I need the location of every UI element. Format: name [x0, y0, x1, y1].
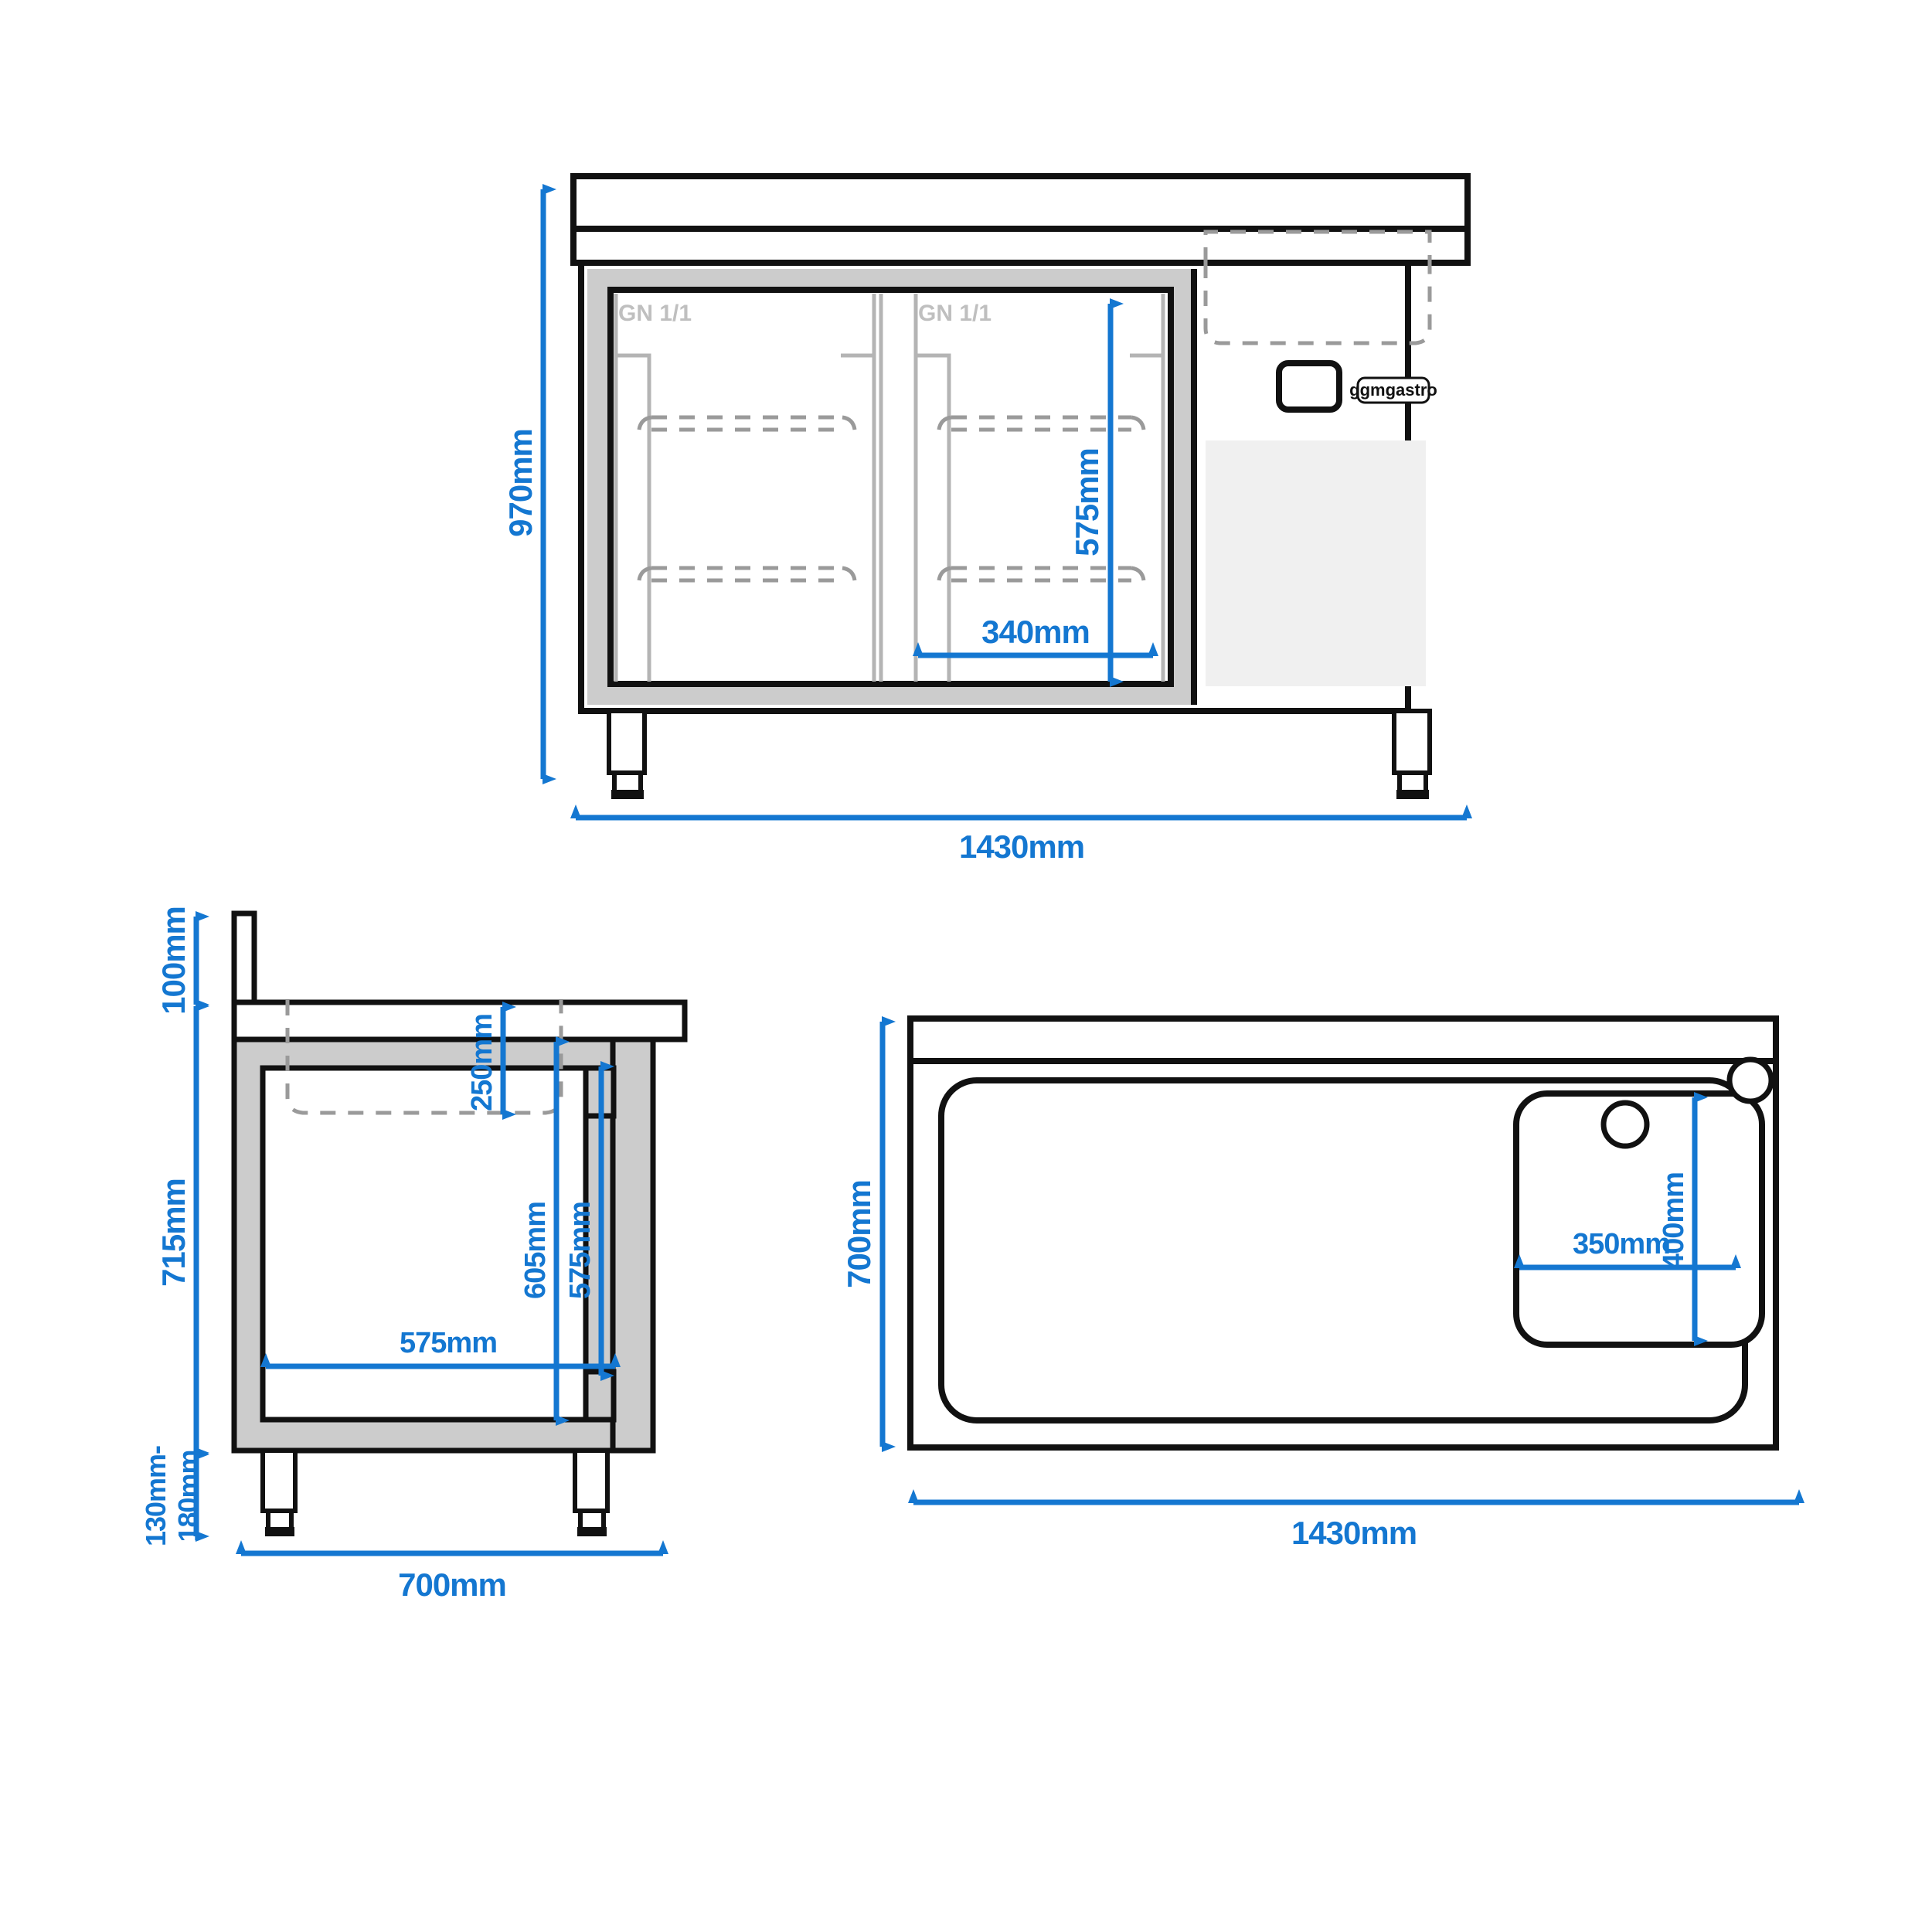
top-plate: [907, 1015, 1779, 1451]
top-view: 700mm 400mm 350mm 1430mm: [841, 1015, 1804, 1551]
front-door-left: GN 1/1: [614, 294, 876, 682]
dim-sink-depth-label: 400mm: [1658, 1172, 1690, 1270]
dim-sink-width-label: 350mm: [1573, 1228, 1670, 1260]
dim-front-total-width: 1430mm: [570, 804, 1472, 865]
dim-side-inner-width-label: 575mm: [400, 1327, 497, 1359]
sink-drain-icon: [1600, 1100, 1650, 1149]
dim-side-inner-depth-605-label: 605mm: [519, 1202, 552, 1299]
dim-front-height-label: 970mm: [502, 429, 539, 537]
side-view: 100mm 715mm 130mm- 180mm 250mm 605mm 575…: [140, 906, 688, 1603]
dim-front-inner-height-label: 575mm: [1069, 448, 1105, 556]
dim-side-inner-width: 575mm: [260, 1327, 621, 1369]
front-view: GN 1/1 GN 1/1: [502, 173, 1472, 865]
top-tap-hole: [1726, 1056, 1774, 1104]
dim-sink-width: 350mm: [1514, 1228, 1741, 1270]
brand-logo: ggmgastro: [1349, 376, 1437, 404]
dim-side-total-depth: 700mm: [236, 1540, 668, 1603]
dim-front-door-width-label: 340mm: [981, 614, 1090, 650]
compressor-panel: [1206, 440, 1426, 686]
side-splashback: [231, 910, 257, 1011]
dim-top-depth-label: 700mm: [841, 1180, 877, 1288]
dim-sink-depth: 400mm: [1658, 1092, 1708, 1346]
dim-side-body-height: 715mm: [155, 1001, 209, 1458]
dim-side-top-offset-label: 250mm: [466, 1014, 498, 1111]
dim-side-leg-height-label-line2: 180mm: [172, 1450, 204, 1542]
dim-side-inner-depth-575-label: 575mm: [564, 1202, 597, 1299]
dim-side-leg-height: 130mm- 180mm: [140, 1446, 209, 1546]
front-worktop: [570, 173, 1471, 266]
front-door-right: GN 1/1: [913, 294, 1165, 682]
brand-logo-text: ggmgastro: [1349, 380, 1437, 400]
front-machine-compartment: ggmgastro: [1203, 230, 1437, 686]
dim-top-width-label: 1430mm: [1291, 1515, 1417, 1551]
dim-front-total-width-label: 1430mm: [959, 828, 1084, 865]
gn-label-right: GN 1/1: [918, 301, 992, 326]
dim-side-inner-depth-575: 575mm: [564, 1061, 614, 1381]
top-sink-bowl: [1513, 1090, 1765, 1348]
front-legs: [607, 709, 1432, 799]
control-panel-display[interactable]: [1276, 360, 1342, 413]
dim-front-inner-height: 575mm: [1069, 298, 1124, 687]
dim-side-body-height-label: 715mm: [155, 1179, 192, 1287]
side-legs: [260, 1448, 610, 1536]
dim-top-depth: 700mm: [841, 1016, 896, 1452]
dim-side-splashback-height-label: 100mm: [155, 906, 192, 1015]
dim-side-leg-height-label-line1: 130mm-: [140, 1446, 172, 1546]
dim-front-height: 970mm: [502, 184, 556, 784]
dim-top-width: 1430mm: [908, 1489, 1804, 1551]
side-worktop: [231, 999, 688, 1043]
gn-label-left: GN 1/1: [618, 301, 692, 326]
dim-front-door-width: 340mm: [913, 614, 1158, 658]
tap-hole-icon: [1726, 1056, 1774, 1104]
dim-side-top-offset: 250mm: [466, 1002, 516, 1120]
dim-side-total-depth-label: 700mm: [398, 1566, 506, 1603]
dim-side-splashback-height: 100mm: [155, 906, 209, 1015]
